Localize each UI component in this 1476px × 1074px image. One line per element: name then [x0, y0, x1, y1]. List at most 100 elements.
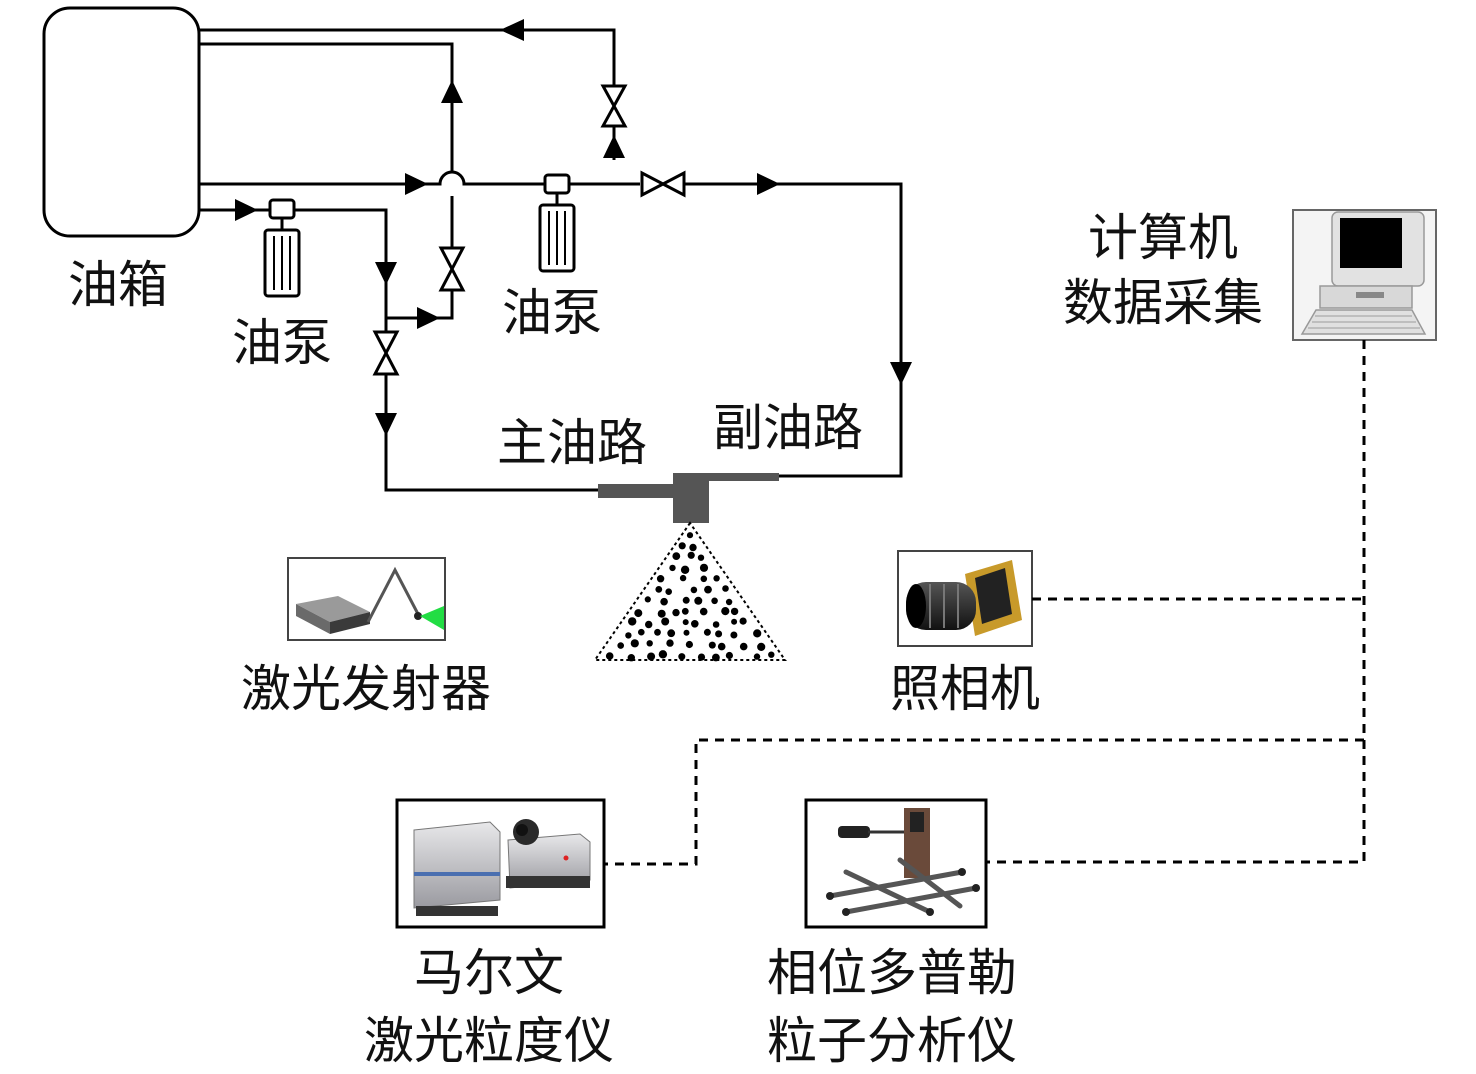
spray-droplet: [617, 642, 624, 649]
oil-tank: [42, 6, 201, 238]
main-line-label: 主油路: [497, 414, 647, 472]
spray-droplet: [681, 607, 689, 615]
spray-outline: [593, 521, 787, 661]
spray-droplet: [678, 653, 686, 661]
spray-droplet: [717, 642, 726, 651]
arrow-right-icon: [235, 199, 258, 221]
spray-droplet: [657, 609, 666, 618]
malvern-analyzer-icon: [395, 798, 606, 929]
computer-label-line1: 计算机: [1088, 209, 1238, 267]
spray-droplet: [694, 596, 703, 605]
spray-droplet: [678, 542, 686, 550]
oil-tank-label: 油箱: [68, 256, 168, 314]
spray-droplet: [757, 642, 766, 652]
spray-droplet: [689, 543, 697, 552]
spray-droplet: [711, 597, 718, 605]
pdpa-analyzer-icon: [804, 798, 988, 929]
spray-droplet: [703, 628, 711, 636]
spray-droplet: [704, 585, 712, 594]
spray-droplet: [647, 652, 656, 661]
spray-droplet: [700, 575, 708, 583]
malvern-label-line1: 马尔文: [414, 944, 564, 1002]
spray-droplet: [687, 551, 695, 559]
spray-droplet: [753, 653, 761, 660]
valve-icon: [640, 170, 686, 198]
spray-droplet: [682, 619, 689, 626]
spray-droplet: [739, 642, 748, 651]
spray-droplet: [697, 554, 705, 561]
pump-head-icon: [543, 173, 571, 195]
spray-droplet: [725, 598, 733, 606]
spray-droplet: [680, 565, 690, 574]
spray-droplet: [634, 609, 643, 618]
valve-icon: [438, 246, 466, 292]
bypass-return-pipe: [199, 42, 454, 172]
spray-droplet: [685, 640, 694, 649]
spray-droplet: [691, 620, 699, 628]
spray-droplet: [625, 632, 632, 639]
spray-droplet: [731, 618, 738, 625]
spray-droplet: [605, 652, 614, 660]
pdpa-label-line1: 相位多普勒: [767, 944, 1017, 1002]
laser-emitter-icon: [287, 557, 446, 641]
spray-droplet: [661, 617, 670, 626]
spray-droplet: [739, 617, 747, 625]
spray-droplet: [646, 640, 653, 647]
spray-droplet: [656, 575, 665, 583]
spray-droplet: [672, 608, 680, 617]
spray-droplet: [697, 653, 706, 661]
arrow-down-icon: [890, 362, 912, 385]
nozzle: [598, 473, 779, 523]
spray-droplet: [730, 607, 739, 616]
arrow-left-icon: [500, 19, 524, 41]
spray-cone: [593, 521, 787, 662]
data-cables: [604, 340, 1366, 866]
pump-left-label: 油泵: [232, 314, 332, 372]
spray-droplet: [682, 596, 690, 604]
spray-droplet: [690, 586, 698, 594]
spray-droplet: [669, 564, 676, 572]
pdpa-label-line2: 粒子分析仪: [767, 1012, 1017, 1070]
arrow-down-icon: [375, 262, 397, 285]
computer-icon: [1292, 209, 1437, 341]
spray-droplet: [660, 597, 668, 606]
spray-droplet: [721, 607, 730, 616]
laser-beam-icon: [420, 606, 444, 630]
spray-droplet: [712, 653, 720, 662]
spray-droplet: [725, 651, 734, 660]
camera-label: 照相机: [890, 660, 1040, 718]
spray-droplet: [722, 585, 729, 592]
spray-droplet: [667, 629, 676, 638]
spray-droplet: [708, 641, 716, 649]
spray-droplet: [713, 575, 720, 582]
aux-line-label: 副油路: [713, 399, 863, 457]
arrow-down-icon: [375, 413, 397, 436]
pump-head-icon: [268, 198, 296, 220]
spray-droplet: [644, 596, 651, 603]
spray-droplet: [654, 628, 661, 636]
flow-arrows: [235, 19, 912, 436]
spray-droplet: [730, 631, 738, 639]
arrow-right-icon: [417, 307, 440, 329]
spray-droplet: [715, 630, 723, 638]
valves: [372, 84, 686, 376]
spray-droplet: [768, 651, 775, 658]
spray-droplet: [683, 629, 690, 636]
spray-droplet: [655, 586, 663, 593]
arrow-up-icon: [603, 135, 625, 158]
arrow-right-icon: [405, 173, 428, 195]
bypass-return-pipe-lower: [386, 196, 454, 320]
spray-droplet: [679, 574, 687, 582]
spray-droplet: [628, 617, 637, 626]
malvern-cable: [604, 738, 1364, 866]
spray-droplet: [699, 563, 709, 572]
spray-droplet: [665, 588, 672, 595]
spray-droplet: [658, 650, 668, 659]
arrow-right-icon: [757, 173, 780, 195]
aux-supply-pipe: [199, 170, 640, 186]
spray-droplet: [686, 532, 694, 539]
pump-middle: [538, 173, 576, 273]
spray-droplet: [699, 607, 708, 616]
spray-droplet: [672, 552, 681, 560]
